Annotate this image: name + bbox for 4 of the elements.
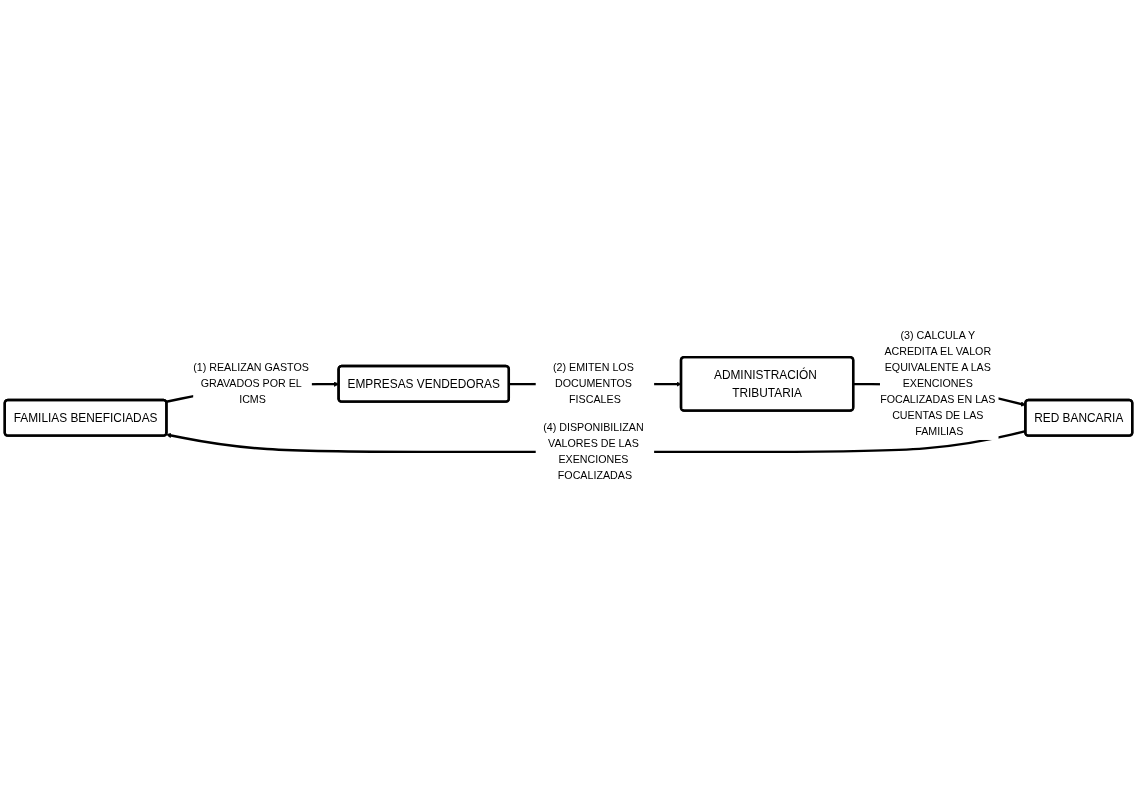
edge-label: (1) REALIZAN GASTOS GRAVADOS POR EL ICMS: [193, 361, 309, 406]
edge-label: (2) EMITEN LOS DOCUMENTOS FISCALES: [553, 361, 634, 406]
edge-label: (4) DISPONIBILIZAN VALORES DE LAS EXENCIONES FOCALIZADAS: [543, 421, 644, 482]
edge-label: (3) CALCULA Y ACREDITA EL VALOR EQUIVALENTE A LAS EXENCIONES FOCALIZADAS EN LAS CUENTAS DE LAS FAMILIAS: [880, 329, 996, 438]
